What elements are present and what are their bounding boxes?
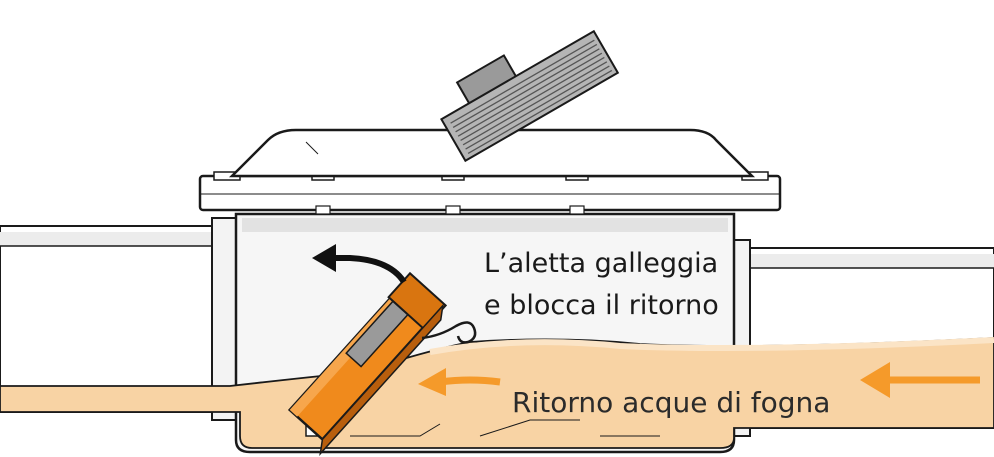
callout-line-1: L’aletta galleggia	[484, 248, 719, 279]
dome-cover	[228, 128, 756, 178]
cover-flange	[198, 171, 782, 215]
callout-line-2: e blocca il ritorno	[484, 290, 719, 321]
flap-hook	[421, 321, 477, 344]
flow-arrow-icon-left	[418, 368, 501, 396]
flow-arrow-icon-right	[860, 362, 980, 398]
body-bottom-details	[350, 419, 660, 437]
curved-arrow-icon	[312, 244, 407, 284]
access-cap	[440, 29, 620, 163]
flow-label: Ritorno acque di fogna	[512, 386, 831, 419]
float-flap	[287, 271, 448, 456]
